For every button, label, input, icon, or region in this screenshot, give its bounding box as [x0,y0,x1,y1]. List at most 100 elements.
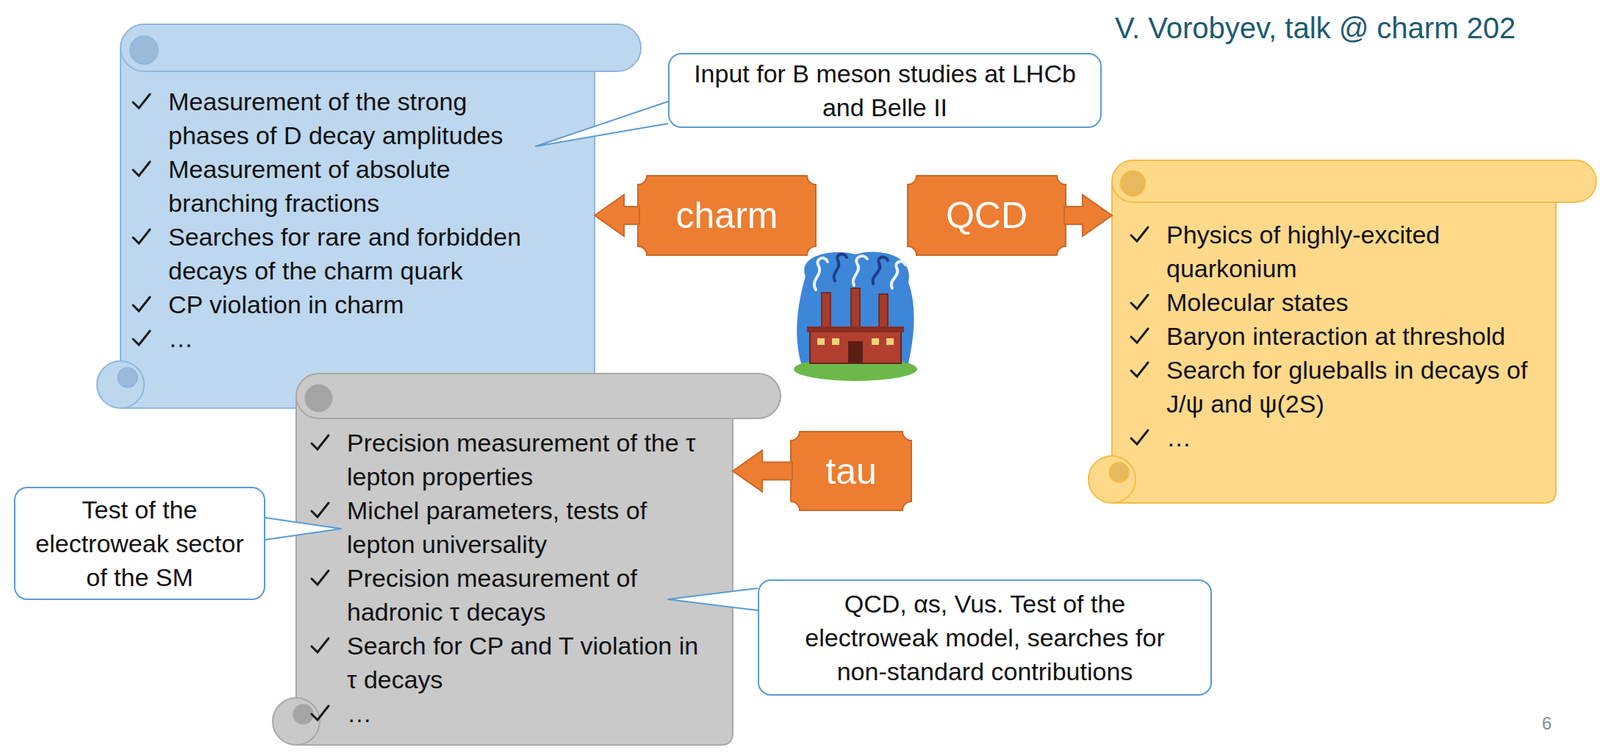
bullet-item: Baryon interaction at threshold [1166,318,1545,353]
bullet-item: Search for glueballs in decays of J/ψ an… [1166,352,1545,421]
check-mark [130,293,152,315]
scroll-curl-inner [293,704,314,724]
tag-shape [907,175,1066,256]
check-stroke [133,94,150,109]
check-mark [1128,427,1150,448]
bullet-text: Precision measurement of the τ lepton pr… [346,428,697,491]
bullet-list: Physics of highly-excited quarkoniumMole… [1166,160,1545,455]
bullet-item: Search for CP and T violation in τ decay… [346,628,710,697]
scroll-body [1111,181,1556,504]
bullet-item: … [168,321,536,355]
check-stroke [311,637,329,652]
bullet-text: Precision measurement of hadronic τ deca… [346,563,638,626]
check-stroke [311,435,329,450]
smoke-swirl [814,257,828,290]
bullet-text: Molecular states [1166,288,1349,317]
check-stroke [133,330,150,345]
bullet-item: Precision measurement of the τ lepton pr… [346,425,710,494]
block-arrow [732,450,793,492]
bullet-text: CP violation in charm [168,290,405,319]
window [831,338,840,345]
topic-scroll: Physics of highly-excited quarkoniumMole… [1111,160,1556,503]
check-mark [1128,224,1150,245]
window [886,338,894,345]
check-mark [309,499,330,521]
scroll-band-curl [1120,170,1146,196]
bullet-text: Physics of highly-excited quarkonium [1166,220,1440,283]
callout-text: Input for B meson studies at LHCb and Be… [679,56,1091,125]
check-stroke [311,705,329,720]
factory-roof [806,326,904,333]
check-mark [309,432,330,453]
door [848,341,863,364]
bullet-item: Michel parameters, tests of lepton unive… [346,493,710,561]
bullet-item: CP violation in charm [168,287,536,322]
bullet-text: Search for CP and T violation in τ decay… [346,631,699,694]
bullet-item: Measurement of the strong phases of D de… [168,84,536,153]
page-number: 6 [1541,712,1552,734]
smoke-swirl [891,261,906,289]
block-arrow [594,194,640,236]
callout-pointer [265,517,342,540]
check-stroke [1131,362,1149,377]
bullet-item: Molecular states [1166,285,1545,319]
callout-text: Test of the electroweak sector of the SM [27,492,253,594]
tag-shape [790,431,912,511]
check-mark [1128,291,1150,313]
topic-tag: charm [637,175,816,256]
check-mark [130,327,152,349]
smoke-swirl [872,257,888,284]
bullet-text: … [1166,423,1192,452]
scroll-body [296,396,733,746]
check-stroke [133,229,150,244]
topic-scroll: Measurement of the strong phases of D de… [120,24,595,408]
topic-scroll: Precision measurement of the τ lepton pr… [296,373,733,745]
scroll-band-curl [305,384,333,412]
check-stroke [311,502,329,517]
window [871,338,880,345]
bullet-text: Searches for rare and forbidden decays o… [168,222,522,285]
bullet-item: Measurement of absolute branching fracti… [168,152,536,220]
bullet-item: … [346,696,710,730]
check-stroke [1131,328,1149,343]
check-stroke [311,570,329,585]
tag-label: charm [676,193,779,238]
check-stroke [133,161,150,176]
bullet-item: Precision measurement of hadronic τ deca… [346,560,710,629]
check-mark [309,635,330,656]
check-mark [309,702,330,724]
tag-shape [637,175,816,256]
check-mark [309,567,330,588]
callout-box: Test of the electroweak sector of the SM [13,486,266,600]
scroll-band [296,373,781,419]
factory-body [809,329,902,364]
bullet-item: Physics of highly-excited quarkonium [1166,217,1545,286]
check-mark [130,158,152,180]
bullet-item: Searches for rare and forbidden decays o… [168,219,536,288]
check-stroke [1131,429,1149,444]
check-mark [130,91,152,112]
callout-box: QCD, αs, Vus. Test of the electroweak mo… [757,579,1212,696]
scroll-body [120,47,595,408]
check-stroke [133,296,150,311]
scroll-curl [1088,455,1136,503]
smoke-swirl [834,254,847,281]
scroll-curl-inner [117,367,138,388]
scroll-band-curl [130,36,159,64]
bullet-text: Search for glueballs in decays of J/ψ an… [1166,355,1528,418]
check-mark [1128,359,1150,380]
bullet-list: Measurement of the strong phases of D de… [168,24,536,355]
topic-tag: tau [790,431,912,511]
talk-reference: V. Vorobyev, talk @ charm 202 [1114,11,1516,45]
check-stroke [1131,294,1149,309]
check-mark [1128,325,1150,347]
tag-label: QCD [945,193,1028,238]
callout-box: Input for B meson studies at LHCb and Be… [668,52,1102,128]
smoke-swirl [853,255,868,286]
bullet-list: Precision measurement of the τ lepton pr… [346,373,710,730]
scroll-curl [97,360,145,408]
callout-text: QCD, αs, Vus. Test of the electroweak mo… [786,586,1184,688]
bullet-text: Michel parameters, tests of lepton unive… [346,496,647,558]
bullet-text: … [346,698,372,727]
bullet-text: Measurement of the strong phases of D de… [168,87,503,150]
